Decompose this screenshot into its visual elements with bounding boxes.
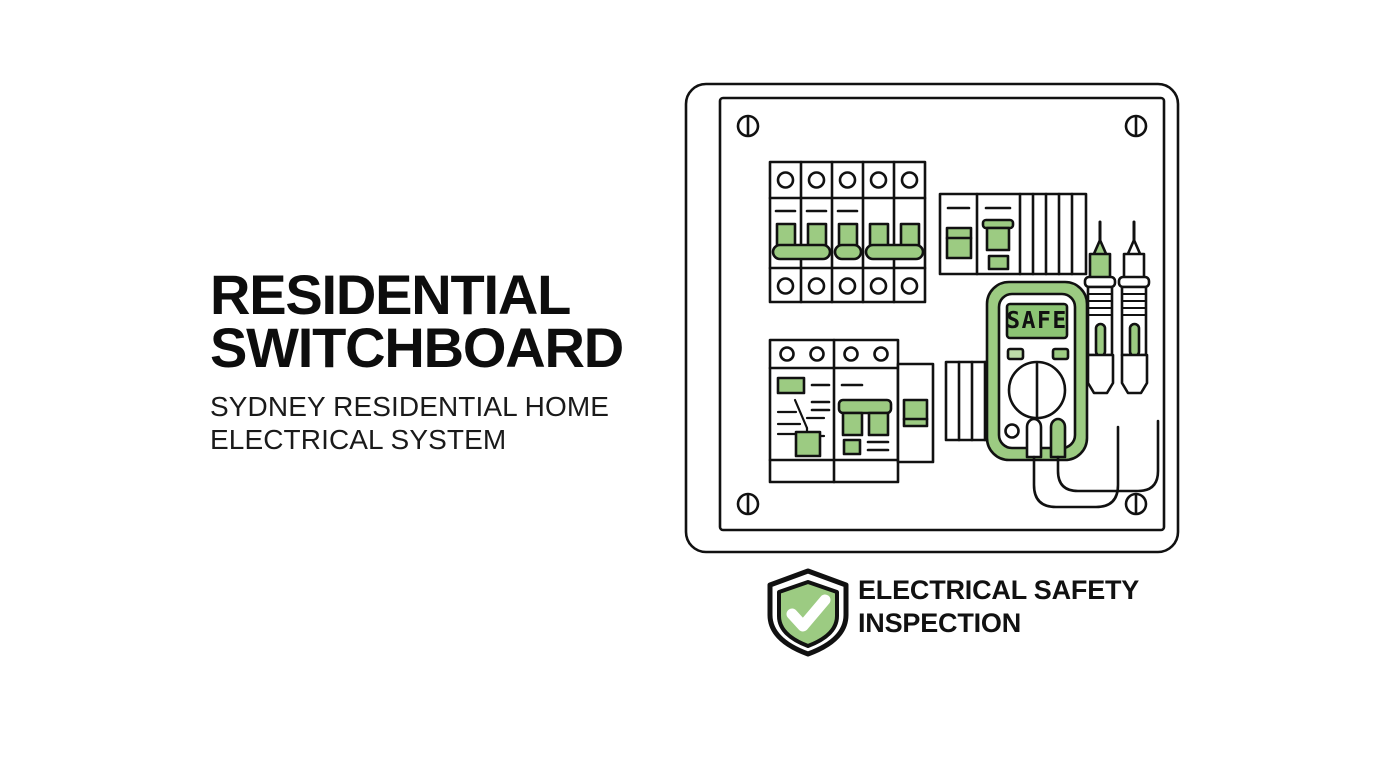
probe-left-accent [1094, 322, 1107, 358]
breaker-link-bar-c [864, 243, 925, 261]
rcd-status-square [842, 438, 862, 456]
rcd-toggle-bar [837, 398, 893, 415]
multimeter-indicator-left [1006, 347, 1025, 361]
panel-screw-bottom-left [736, 492, 760, 516]
din-rail-accessory-block [938, 192, 1088, 276]
multimeter-display-text: SAFE [1006, 308, 1067, 334]
accessory-indicator-1 [945, 226, 973, 260]
panel-screw-top-right [1124, 114, 1148, 138]
probe-right-accent [1128, 322, 1141, 358]
heading-block: RESIDENTIAL SWITCHBOARD SYDNEY RESIDENTI… [210, 263, 680, 456]
accessory-indicator-2 [987, 254, 1010, 271]
rcd-side-indicator [902, 398, 929, 428]
probe-left-collar [1083, 275, 1117, 289]
main-breaker-bank [768, 160, 927, 304]
shield-check-icon [767, 568, 849, 657]
panel-screw-top-left [736, 114, 760, 138]
badge-label: ELECTRICAL SAFETY INSPECTION [858, 575, 1140, 638]
accessory-toggle-body [985, 226, 1011, 252]
digital-multimeter [985, 280, 1160, 509]
multimeter-display [1005, 302, 1069, 340]
panel-screw-bottom-right [1124, 492, 1148, 516]
test-probe-left [1083, 220, 1117, 395]
test-probe-right [1117, 220, 1151, 395]
multimeter-dial [1007, 360, 1067, 420]
rcd-safety-switch-unit [768, 338, 935, 484]
breaker-link-bar-b [833, 243, 863, 261]
probe-right-collar [1117, 275, 1151, 289]
rcd-toggle-right [867, 411, 890, 437]
multimeter-port-right [1049, 417, 1067, 459]
probe-cable-left [1032, 425, 1120, 509]
multimeter-knob [1004, 423, 1020, 439]
multimeter-port-left [1025, 417, 1043, 459]
rcd-schematic-block [794, 430, 822, 458]
switchboard-illustration: SAFE [676, 72, 1196, 572]
breaker-link-bar-a [771, 243, 832, 261]
page-subtitle: SYDNEY RESIDENTIAL HOME ELECTRICAL SYSTE… [210, 391, 610, 455]
multimeter-indicator-right [1051, 347, 1070, 361]
probe-cable-right [1056, 419, 1160, 493]
rcd-toggle-left [841, 411, 864, 437]
electrical-safety-inspection-badge: ELECTRICAL SAFETY INSPECTION [762, 566, 1182, 658]
rcd-test-indicator [776, 376, 806, 395]
page-title: RESIDENTIAL SWITCHBOARD [210, 263, 624, 379]
